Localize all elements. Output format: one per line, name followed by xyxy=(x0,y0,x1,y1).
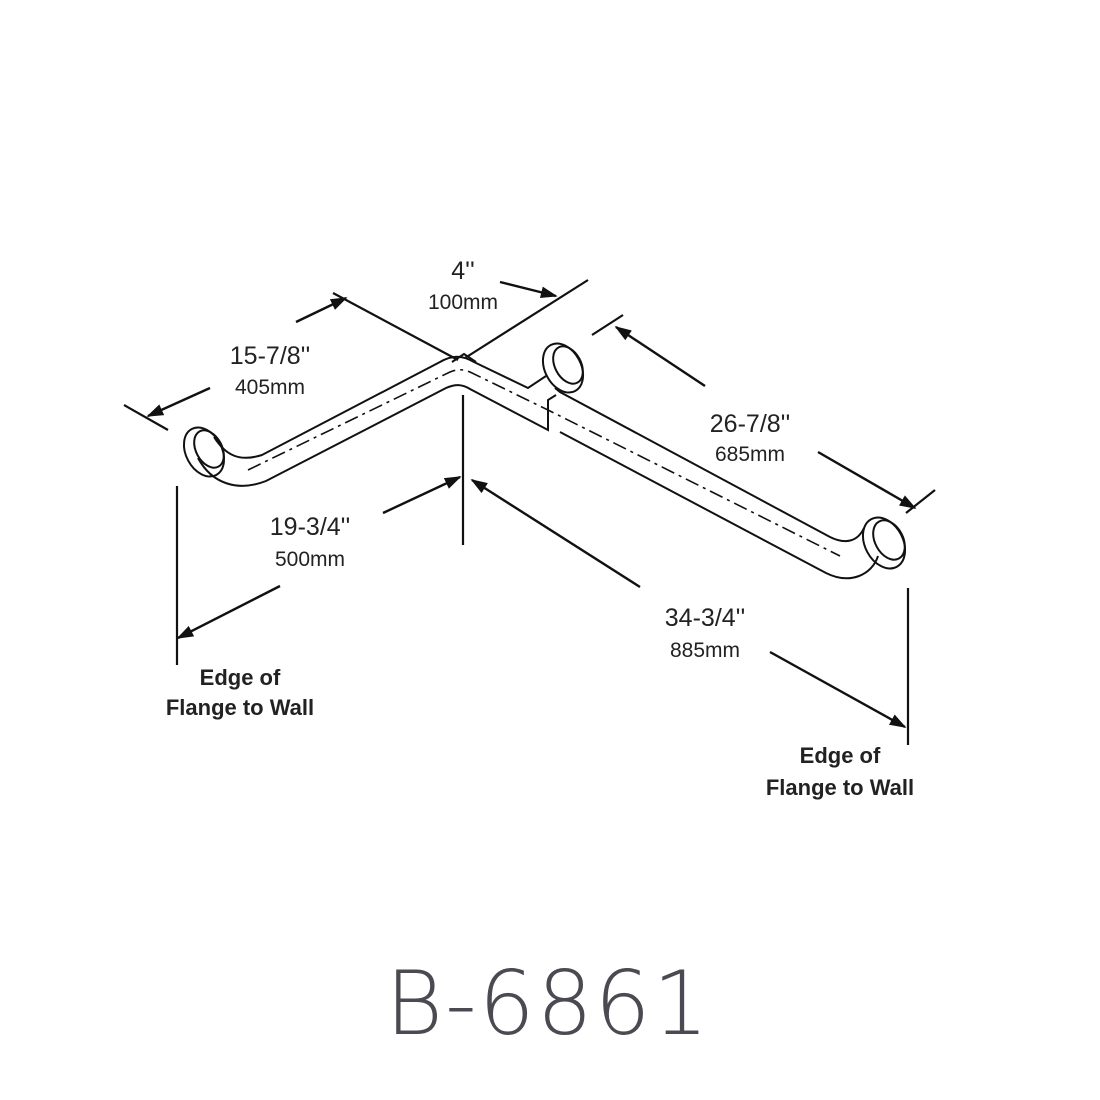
dim-right-wall-metric: 885mm xyxy=(670,639,740,662)
dim-offset-metric: 100mm xyxy=(428,291,498,314)
bar-outline-upper xyxy=(213,355,865,543)
note-right-flange-to-wall: Edge of Flange to Wall xyxy=(766,743,914,800)
dim-left-wall-imperial: 19-3/4'' xyxy=(270,513,350,541)
back-flange xyxy=(541,342,585,394)
note-left-line1: Edge of xyxy=(200,665,281,690)
note-left-flange-to-wall: Edge of Flange to Wall xyxy=(166,665,314,720)
right-flange xyxy=(861,516,907,570)
bar-centerline xyxy=(247,368,841,557)
dim-left-leg-metric: 405mm xyxy=(235,376,305,399)
dim-right-leg-metric: 685mm xyxy=(715,443,785,466)
note-right-line1: Edge of xyxy=(800,743,881,768)
dim-left-leg-imperial: 15-7/8'' xyxy=(230,342,310,370)
dimension-lines xyxy=(146,280,917,729)
left-flange xyxy=(182,426,226,478)
dim-right-wall-imperial: 34-3/4'' xyxy=(665,604,745,632)
note-left-line2: Flange to Wall xyxy=(166,695,314,720)
grab-bar xyxy=(182,342,907,580)
dim-offset-imperial: 4'' xyxy=(451,257,474,285)
model-number: B-6861 xyxy=(385,952,710,1055)
dim-left-leg: 15-7/8'' 405mm xyxy=(230,342,310,399)
extension-lines xyxy=(123,279,936,745)
dim-right-wall: 34-3/4'' 885mm xyxy=(665,604,745,662)
dim-right-leg-imperial: 26-7/8'' xyxy=(710,410,790,438)
dim-offset: 4'' 100mm xyxy=(428,257,498,314)
dim-right-leg: 26-7/8'' 685mm xyxy=(710,410,790,466)
note-right-line2: Flange to Wall xyxy=(766,775,914,800)
dim-left-wall-metric: 500mm xyxy=(275,548,345,571)
bar-outline-lower xyxy=(197,384,879,580)
dim-left-wall: 19-3/4'' 500mm xyxy=(270,513,350,571)
